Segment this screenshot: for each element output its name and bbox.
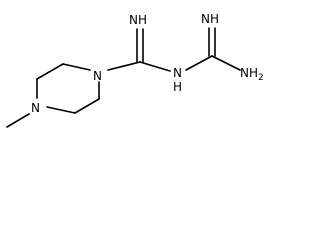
bond-n-to-carbon-1 [107, 61, 141, 71]
bond-ring-bottom-n [46, 106, 76, 114]
bond-ring-right-bottom [74, 98, 100, 114]
atom-n-ring-bottom: N [31, 101, 40, 115]
atom-nh2-subscript: 2 [258, 73, 264, 83]
bond-c2-nh2 [211, 55, 241, 71]
atom-nh-imine-left: NH [129, 13, 147, 27]
atom-nh-imine-right: NH [201, 12, 219, 26]
bond-ring-top-n [62, 63, 91, 71]
atom-nh2-terminal: NH2 [240, 66, 264, 83]
bond-bridge-c2 [185, 55, 213, 71]
bond-c1-bridge [139, 61, 171, 72]
atom-bridge-h: H [173, 80, 182, 94]
atom-nh2-main: NH [240, 66, 258, 80]
bond-methyl-n [6, 113, 30, 128]
atom-labels: N N NH NH N H NH2 [31, 12, 264, 115]
atom-bridge-n: N [173, 66, 182, 80]
atom-n-ring-top: N [93, 69, 102, 83]
molecule-structure: N N NH NH N H NH2 [6, 12, 264, 128]
bond-ring-left-top [36, 63, 64, 80]
bonds [6, 27, 241, 128]
